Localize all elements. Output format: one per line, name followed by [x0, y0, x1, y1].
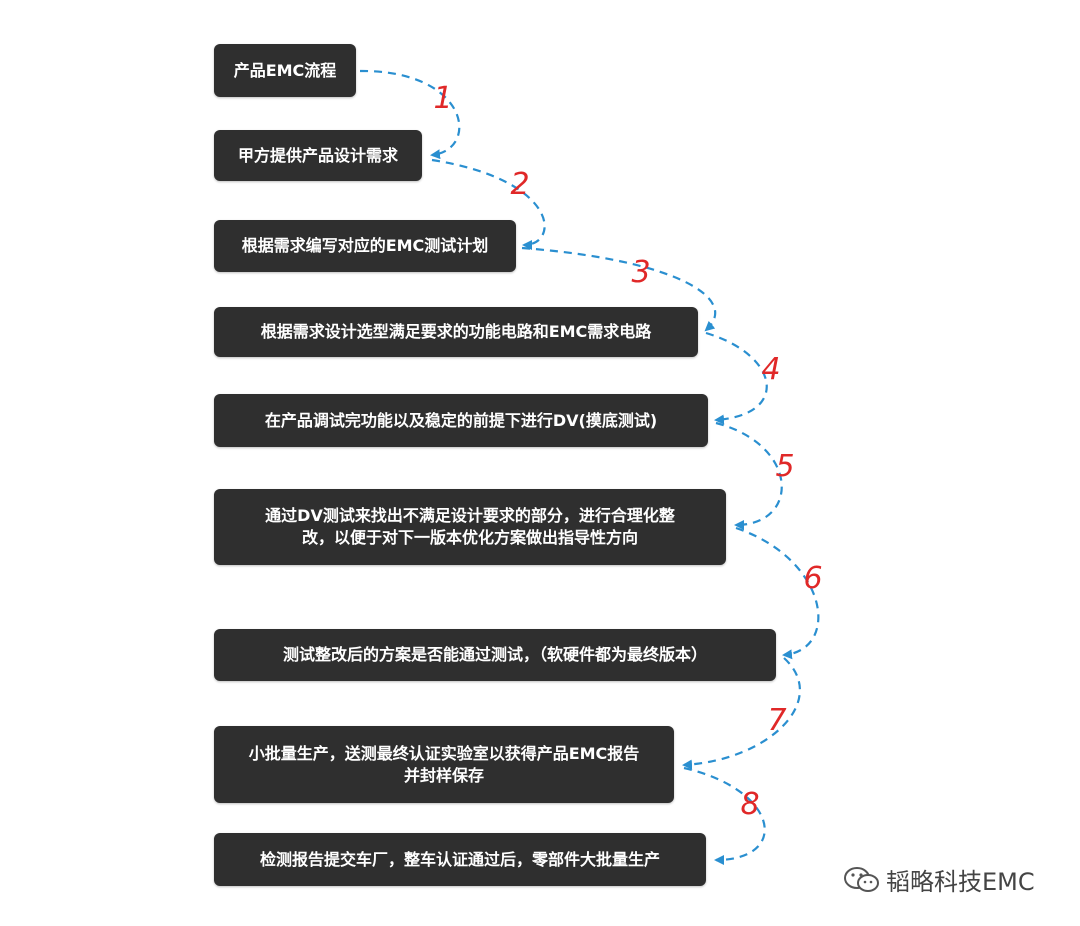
connector-3 — [521, 246, 717, 332]
step-9-text: 检测报告提交车厂，整车认证通过后，零部件大批量生产 — [259, 849, 660, 869]
step-5-text: 在产品调试完功能以及稳定的前提下进行DV(摸底测试) — [264, 410, 658, 430]
step-1-box: 产品EMC流程 — [214, 44, 356, 97]
step-8-box: 小批量生产，送测最终认证实验室以获得产品EMC报告 并封样保存 — [214, 726, 674, 803]
step-3-box: 根据需求编写对应的EMC测试计划 — [214, 220, 516, 272]
step-1-text: 产品EMC流程 — [233, 60, 337, 80]
connector-4 — [705, 331, 768, 425]
connector-label-2: 2 — [510, 167, 530, 202]
connector-2 — [431, 158, 546, 250]
step-8-text-line1: 小批量生产，送测最终认证实验室以获得产品EMC报告 — [248, 743, 640, 763]
connector-6 — [735, 526, 820, 660]
step-6-box: 通过DV测试来找出不满足设计要求的部分，进行合理化整 改，以便于对下一版本优化方… — [214, 489, 726, 565]
connector-label-7: 7 — [767, 703, 787, 738]
connector-label-4: 4 — [761, 352, 781, 387]
connector-label-1: 1 — [433, 81, 453, 116]
step-4-box: 根据需求设计选型满足要求的功能电路和EMC需求电路 — [214, 307, 698, 357]
connector-label-5: 5 — [775, 449, 795, 484]
step-6-text-line1: 通过DV测试来找出不满足设计要求的部分，进行合理化整 — [265, 506, 675, 525]
step-7-text: 测试整改后的方案是否能通过测试，（软硬件都为最终版本） — [282, 645, 707, 664]
connector-label-3: 3 — [631, 255, 651, 290]
watermark-text: 韬略科技EMC — [886, 868, 1035, 896]
connector-5 — [715, 421, 783, 530]
connector-label-6: 6 — [803, 561, 823, 596]
step-7-box: 测试整改后的方案是否能通过测试，（软硬件都为最终版本） — [214, 629, 776, 681]
step-2-box: 甲方提供产品设计需求 — [214, 130, 422, 181]
step-2-text: 甲方提供产品设计需求 — [237, 145, 398, 165]
step-4-text: 根据需求设计选型满足要求的功能电路和EMC需求电路 — [260, 322, 652, 341]
connector-7 — [682, 657, 801, 770]
connector-8 — [683, 766, 766, 865]
watermark: 韬略科技EMC — [842, 862, 1035, 897]
step-3-text: 根据需求编写对应的EMC测试计划 — [241, 236, 489, 255]
connector-label-8: 8 — [740, 787, 760, 822]
wechat-icon — [844, 866, 879, 892]
step-5-box: 在产品调试完功能以及稳定的前提下进行DV(摸底测试) — [214, 394, 708, 447]
step-6-text-line2: 改，以便于对下一版本优化方案做出指导性方向 — [301, 528, 638, 547]
step-8-text-line2: 并封样保存 — [403, 765, 484, 785]
step-9-box: 检测报告提交车厂，整车认证通过后，零部件大批量生产 — [214, 833, 706, 886]
